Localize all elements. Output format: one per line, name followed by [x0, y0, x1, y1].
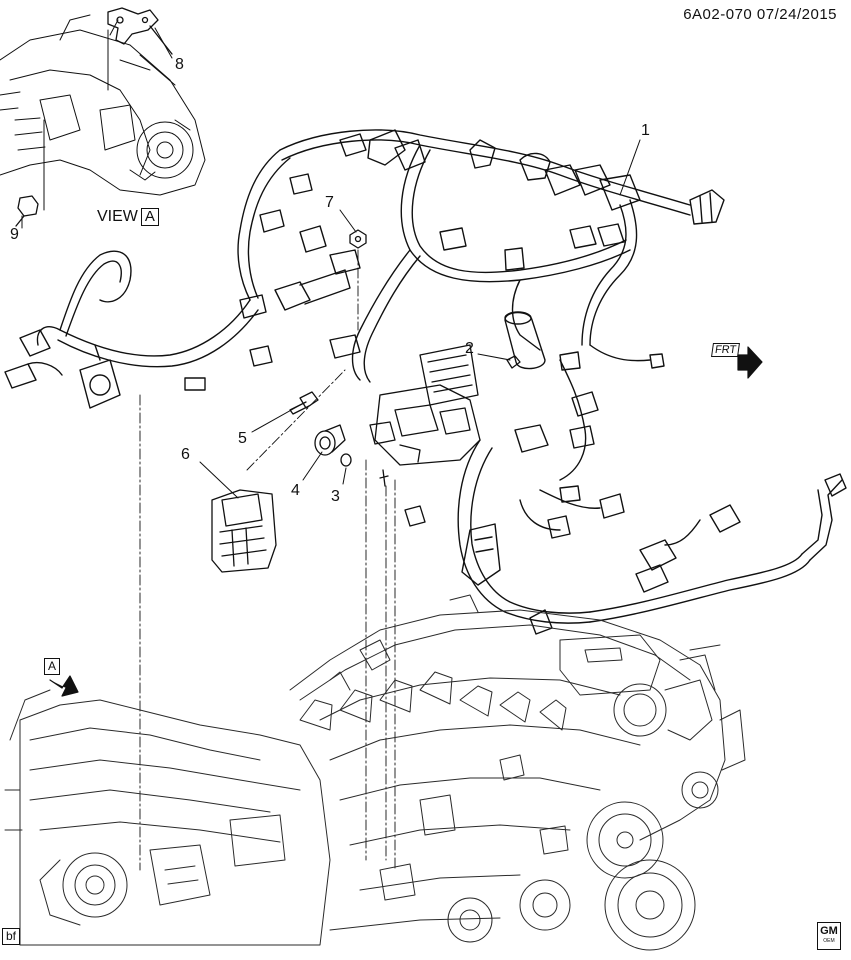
clip-9	[15, 195, 39, 227]
engine-assembly	[4, 594, 746, 951]
callout-7: 7	[325, 194, 334, 211]
view-arrow-letter: A	[44, 658, 61, 675]
wiring-harness	[4, 129, 847, 635]
gm-logo-main: GM	[820, 925, 838, 937]
fuse-block-6	[211, 489, 277, 573]
footer-code: bf	[2, 928, 21, 945]
inset-transmission	[0, 14, 206, 211]
callout-9: 9	[10, 226, 19, 243]
leader-lines	[21, 27, 641, 499]
callout-4: 4	[291, 482, 300, 499]
view-arrow	[49, 675, 79, 697]
frt-indicator: FRT	[711, 343, 741, 357]
view-letter: A	[140, 208, 159, 226]
view-label: VIEW A	[97, 208, 159, 226]
view-text: VIEW	[97, 208, 138, 225]
diagram-reference: 6A02-070 07/24/2015	[683, 6, 837, 23]
sensor-4	[314, 424, 346, 456]
callout-1: 1	[641, 122, 650, 139]
bracket-8	[107, 7, 173, 55]
clip-2	[506, 355, 521, 369]
nut-7	[349, 229, 367, 249]
frt-label: FRT	[711, 343, 741, 357]
callout-6: 6	[181, 446, 190, 463]
frt-arrow	[737, 346, 763, 379]
callout-8: 8	[175, 56, 184, 73]
gm-logo: GM OEM	[817, 922, 841, 950]
callout-2: 2	[465, 340, 474, 357]
callout-3: 3	[331, 488, 340, 505]
grommet-3	[340, 453, 389, 487]
gm-logo-sub: OEM	[823, 938, 835, 944]
bolt-5	[289, 391, 319, 415]
callout-5: 5	[238, 430, 247, 447]
relay-box	[369, 344, 481, 527]
